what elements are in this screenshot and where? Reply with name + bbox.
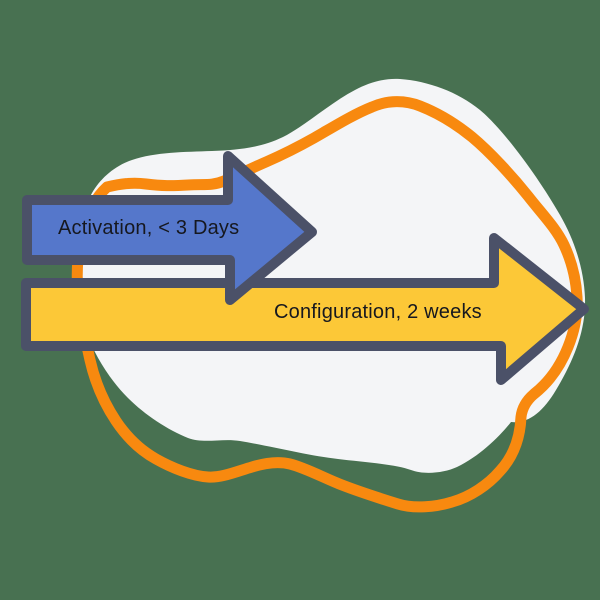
configuration-arrow	[21, 233, 589, 385]
activation-arrow	[22, 151, 317, 305]
activation-label: Activation, < 3 Days	[58, 217, 240, 239]
blob-outline	[71, 96, 583, 513]
configuration-label: Configuration, 2 weeks	[274, 301, 482, 323]
blob-shape	[75, 78, 586, 473]
